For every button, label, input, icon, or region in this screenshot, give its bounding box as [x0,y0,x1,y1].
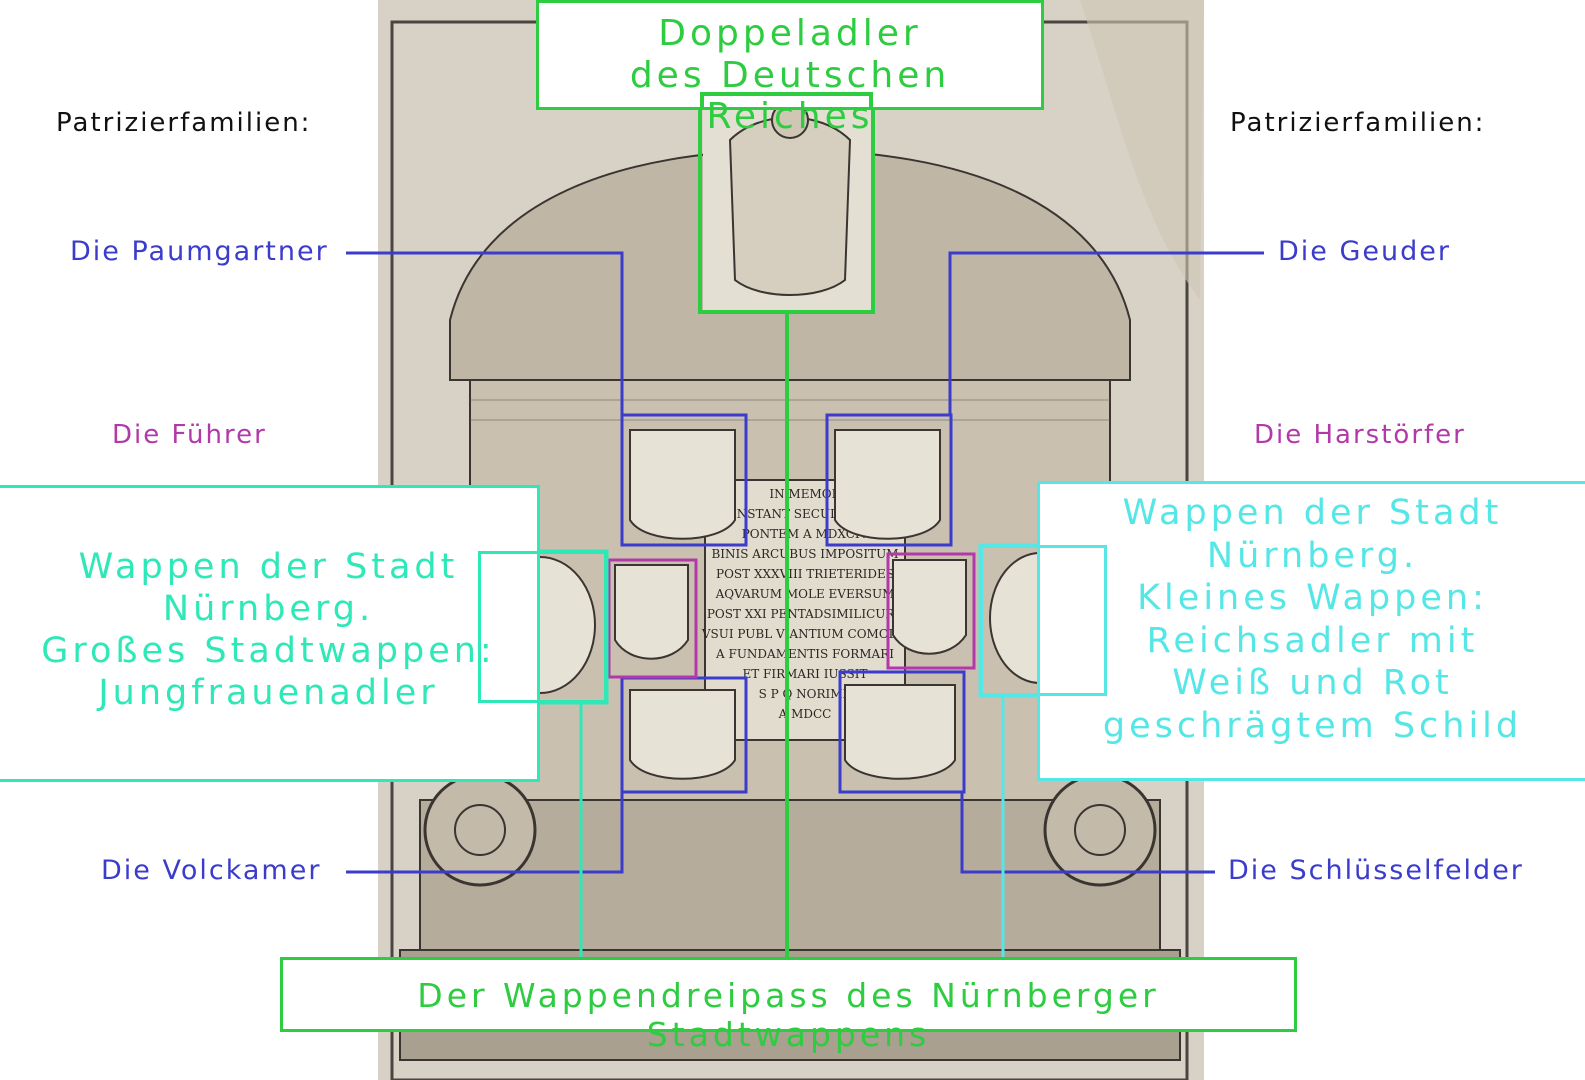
label-schluesselfelder: Die Schlüsselfelder [1228,855,1524,886]
inscription-line: VSUI PUBL VIANTIUM COMODO [701,627,908,641]
inscription-line: POST XXI PENTADSIMILICURA [707,607,904,621]
small-city-arms-text: Wappen der Stadt Nürnberg. Kleines Wappe… [1040,492,1585,747]
large-city-arms-box: Wappen der Stadt Nürnberg. Großes Stadtw… [0,485,540,782]
label-harstoerfer: Die Harstörfer [1254,420,1466,450]
label-volckamer: Die Volckamer [101,855,321,886]
large-city-arms-text: Wappen der Stadt Nürnberg. Großes Stadtw… [0,546,537,714]
label-paumgartner: Die Paumgartner [70,236,329,267]
left-volute [425,775,535,885]
tripartite-arms-text: Der Wappendreipass des Nürnberger Stadtw… [283,976,1294,1054]
label-geuder: Die Geuder [1278,236,1451,267]
schluesselfelder-shield [845,685,955,779]
right-volute [1045,775,1155,885]
volckamer-shield [630,690,735,779]
tripartite-arms-box: Der Wappendreipass des Nürnberger Stadtw… [280,957,1297,1032]
title-line-1: Doppeladler [539,13,1041,54]
paumgartner-shield [630,430,735,539]
inscription-line: ET FIRMARI IUSSIT [742,667,867,681]
inscription-line: AQVARUM MOLE EVERSUM [715,587,895,601]
fuehrer-shield [615,565,688,659]
small-city-arms-box: Wappen der Stadt Nürnberg. Kleines Wappe… [1037,481,1585,781]
right-header: Patrizierfamilien: [1230,108,1485,138]
left-header: Patrizierfamilien: [56,108,311,138]
inscription-line: BINIS ARCUBUS IMPOSITUM [711,547,898,561]
double-eagle-shield [730,118,850,296]
inscription-line: A FUNDAMENTIS FORMARI [715,647,894,661]
inscription-line: IN MEMOR [769,487,841,501]
harstoerfer-shield [893,560,966,654]
inscription-line: S P Q NORIMB [759,687,852,701]
title-line-2: des Deutschen Reiches [539,55,1041,137]
title-box: Doppeladler des Deutschen Reiches [536,0,1044,110]
label-fuehrer: Die Führer [112,420,267,450]
inscription-line: POST XXXVIII TRIETERIDES [716,567,894,581]
geuder-shield [835,430,940,539]
